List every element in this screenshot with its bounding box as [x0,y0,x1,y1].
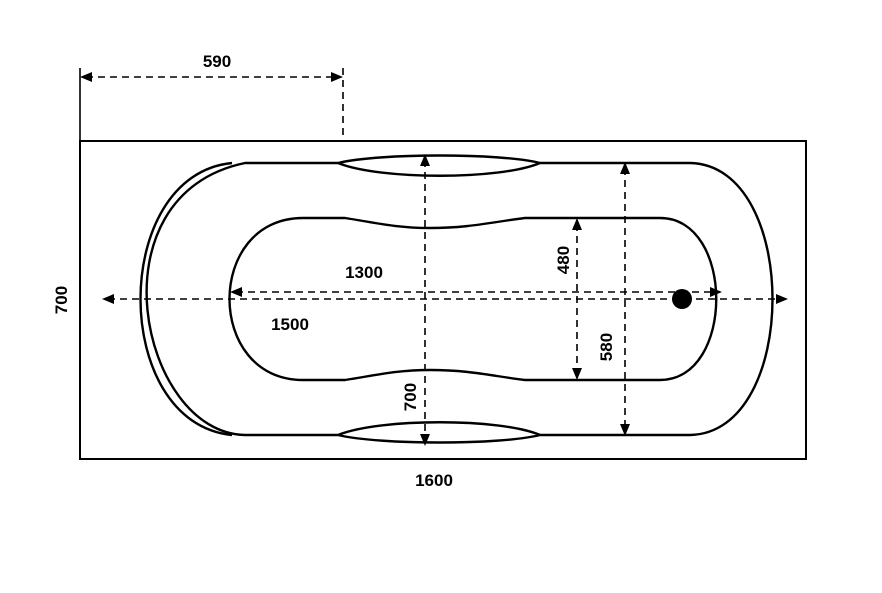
arrow-480-top [572,218,582,230]
drain-hole [672,289,692,309]
label-700-overall: 700 [52,286,71,314]
armrest-top [337,161,541,177]
label-1500: 1500 [271,315,309,334]
tub-outer-frame [79,140,807,460]
arrow-700-center-top [420,154,430,166]
label-700-center: 700 [401,383,420,411]
tub-rim-inner-edge [139,161,233,437]
arrow-590-right [331,72,343,82]
arrow-1300-left [230,287,242,297]
arrow-580-bottom [620,424,630,436]
arrow-580-top [620,162,630,174]
tub-rim-outline [145,154,774,444]
label-590: 590 [203,52,231,71]
label-580: 580 [597,333,616,361]
label-1600: 1600 [415,471,453,490]
arrow-1500-right [776,294,788,304]
tub-basin-outline [228,216,718,382]
label-480: 480 [554,246,573,274]
arrow-700-center-bottom [420,434,430,446]
arrow-480-bottom [572,368,582,380]
arrow-1300-right [710,287,722,297]
armrest-bottom [337,421,541,437]
arrow-1500-left [102,294,114,304]
arrow-590-left [80,72,92,82]
label-1300: 1300 [345,263,383,282]
